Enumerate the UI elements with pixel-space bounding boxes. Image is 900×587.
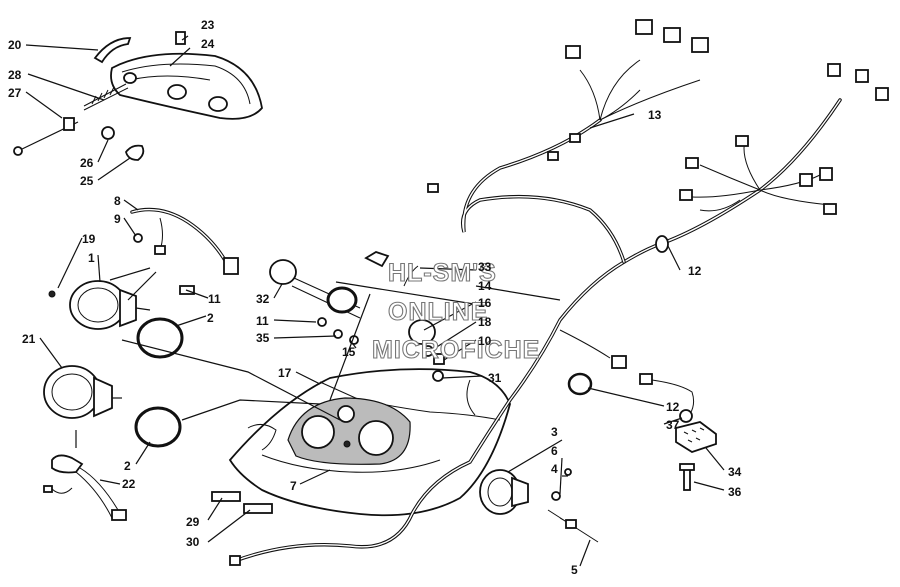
callout-label: 4 xyxy=(551,462,558,476)
bezel-ring-lower xyxy=(134,406,182,448)
grommet-ring xyxy=(567,372,593,396)
callout-label: 25 xyxy=(80,174,94,188)
callout-label: 1 xyxy=(88,251,95,265)
callout-label: 15 xyxy=(342,345,356,359)
callout-label: 2 xyxy=(124,459,131,473)
callout-label: 13 xyxy=(648,108,662,122)
callout-label: 33 xyxy=(478,260,492,274)
callout-label: 17 xyxy=(278,366,292,380)
callout-label: 34 xyxy=(728,465,742,479)
bezel-ring-upper xyxy=(136,317,184,359)
bulb-lead xyxy=(43,454,127,521)
callout-label: 11 xyxy=(208,292,221,306)
callout-label: 19 xyxy=(82,232,96,246)
callout-label: 30 xyxy=(186,535,200,549)
callout-label: 37 xyxy=(666,418,680,432)
ignition-switch xyxy=(479,468,599,543)
watermark-line-3: MICROFICHE xyxy=(372,336,540,364)
leader-lines xyxy=(25,35,725,567)
watermark-line-2: ONLINE xyxy=(388,298,488,326)
voltage-regulator xyxy=(639,373,717,491)
decal-strip-lower xyxy=(243,503,273,514)
main-wiring-harness xyxy=(229,19,889,566)
callout-label: 2 xyxy=(207,311,214,325)
indicator-sockets xyxy=(269,251,445,382)
callout-label: 31 xyxy=(488,371,502,385)
callout-label: 28 xyxy=(8,68,22,82)
callout-label: 24 xyxy=(201,37,215,51)
callout-label: 35 xyxy=(256,331,270,345)
callout-label: 22 xyxy=(122,477,136,491)
callout-label: 10 xyxy=(478,334,492,348)
callout-label: 14 xyxy=(478,279,492,293)
callout-label: 21 xyxy=(22,332,36,346)
callout-label: 36 xyxy=(728,485,742,499)
callout-label: 8 xyxy=(114,194,121,208)
watermark: HL-SM'S ONLINE MICROFICHE xyxy=(371,258,540,364)
callout-label: 32 xyxy=(256,292,270,306)
speedometer-gauge xyxy=(43,365,122,448)
dash-panel xyxy=(228,368,511,517)
callout-label: 3 xyxy=(551,425,558,439)
callout-label: 5 xyxy=(571,563,578,577)
watermark-line-1: HL-SM'S xyxy=(388,259,497,287)
callout-label: 27 xyxy=(8,86,22,100)
callout-label: 12 xyxy=(688,264,702,278)
callout-label: 29 xyxy=(186,515,200,529)
callout-label: 7 xyxy=(290,479,297,493)
decal-strip-upper xyxy=(211,491,241,502)
callout-label: 18 xyxy=(478,315,492,329)
callout-label: 11 xyxy=(256,314,269,328)
callout-label: 9 xyxy=(114,212,121,226)
headlight-assembly xyxy=(13,31,263,161)
callout-label: 12 xyxy=(666,400,680,414)
callout-label: 20 xyxy=(8,38,22,52)
sub-harness xyxy=(130,207,239,295)
callout-label: 16 xyxy=(478,296,492,310)
tachometer-gauge xyxy=(48,280,151,330)
callout-label: 26 xyxy=(80,156,94,170)
callout-label: 23 xyxy=(201,18,215,32)
callout-labels: 1 2 2 3 4 5 6 7 8 9 10 11 11 12 12 13 14… xyxy=(8,18,742,577)
callout-label: 6 xyxy=(551,444,558,458)
